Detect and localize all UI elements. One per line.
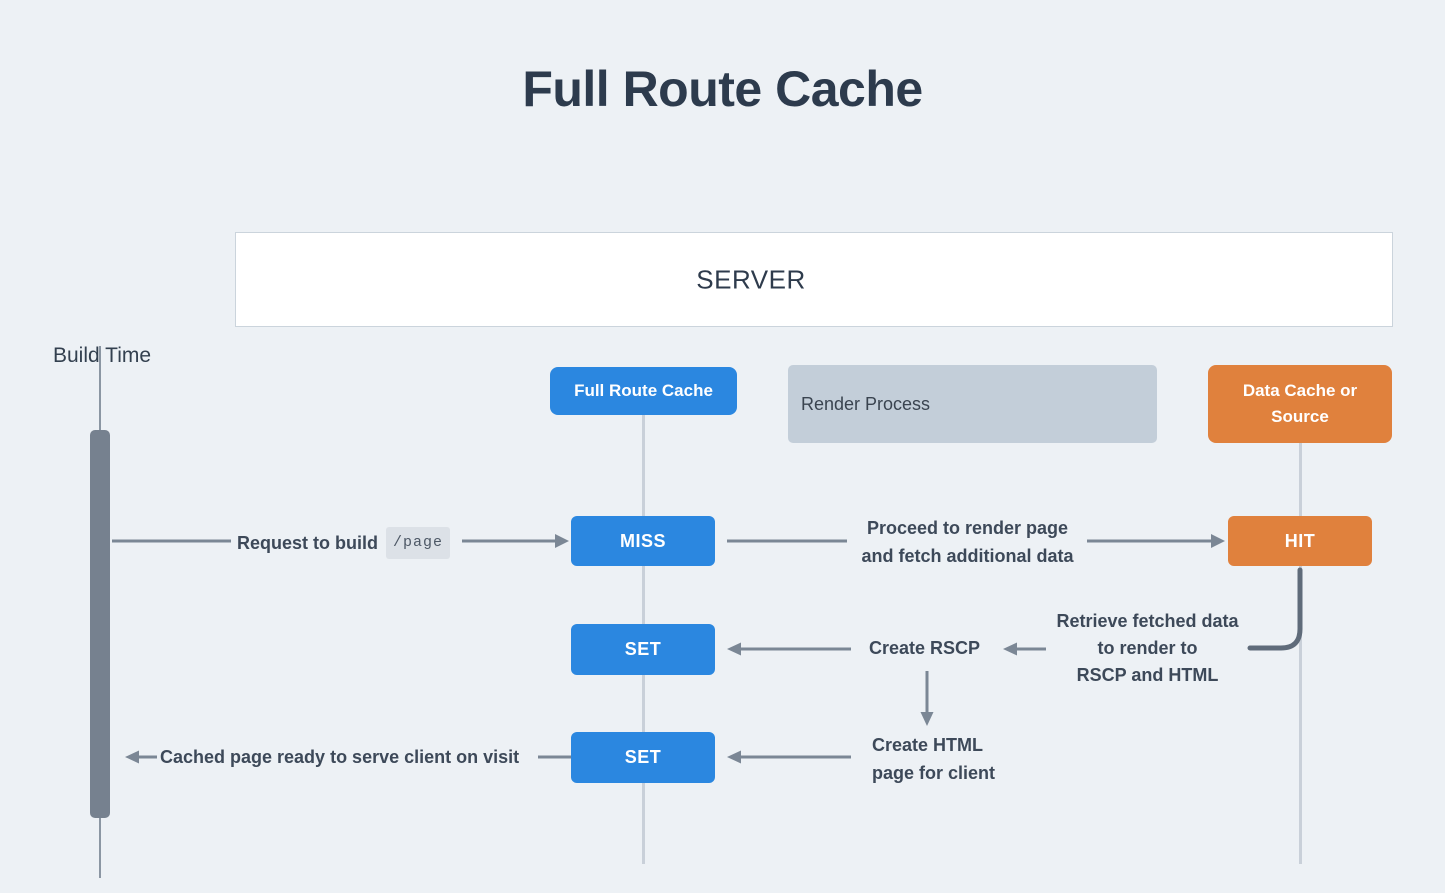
build-activation-bar bbox=[90, 430, 110, 818]
edge-label-retrieve-line1: Retrieve fetched data bbox=[1056, 611, 1239, 631]
lane-header-render-process-label: Render Process bbox=[801, 393, 931, 414]
node-hit: HIT bbox=[1228, 516, 1372, 566]
edge-label-proceed-to-render: Proceed to render page and fetch additio… bbox=[845, 514, 1090, 570]
node-miss: MISS bbox=[571, 516, 715, 566]
arrow-set-to-timeline bbox=[125, 750, 571, 764]
lane-header-render-process: Render Process bbox=[788, 365, 1157, 443]
edge-label-create-rscp: Create RSCP bbox=[869, 638, 981, 658]
edge-label-request-to-build: Request to build /page bbox=[237, 527, 451, 559]
connector-hit-to-retrieve bbox=[1247, 567, 1303, 651]
edge-label-retrieve-fetched-data: Retrieve fetched data to render to RSCP … bbox=[1040, 608, 1255, 689]
node-set-html: SET bbox=[571, 732, 715, 783]
arrow-rscp-to-html bbox=[920, 671, 934, 726]
node-set-html-label: SET bbox=[624, 747, 662, 767]
edge-label-request-text: Request to build bbox=[237, 532, 378, 553]
build-timeline bbox=[90, 346, 110, 878]
build-time-label: Build Time bbox=[53, 344, 152, 367]
arrow-create-html-to-set bbox=[727, 750, 851, 764]
arrow-create-rscp-to-set bbox=[727, 642, 851, 656]
edge-label-proceed-line1: Proceed to render page bbox=[866, 518, 1069, 538]
node-hit-label: HIT bbox=[1284, 530, 1316, 551]
node-set-rscp: SET bbox=[571, 624, 715, 675]
edge-label-retrieve-line3: RSCP and HTML bbox=[1076, 665, 1219, 685]
edge-label-create-html-line1: Create HTML bbox=[872, 735, 984, 755]
diagram-title: Full Route Cache bbox=[522, 61, 923, 117]
lane-header-full-route-cache-label: Full Route Cache bbox=[574, 381, 713, 400]
server-label: SERVER bbox=[696, 264, 806, 294]
page-route-code-chip: /page bbox=[386, 527, 451, 559]
server-box: SERVER bbox=[235, 232, 1393, 327]
lane-header-full-route-cache: Full Route Cache bbox=[550, 367, 737, 415]
arrow-request-to-miss bbox=[112, 534, 569, 548]
node-set-rscp-label: SET bbox=[624, 639, 662, 659]
arrow-miss-to-hit bbox=[727, 534, 1225, 548]
edge-label-cached-page-ready: Cached page ready to serve client on vis… bbox=[160, 747, 520, 767]
lane-header-data-cache: Data Cache or Source bbox=[1208, 365, 1392, 443]
edge-label-create-html-line2: page for client bbox=[872, 763, 996, 783]
node-miss-label: MISS bbox=[619, 530, 666, 551]
edge-label-create-html: Create HTML page for client bbox=[872, 731, 995, 787]
edge-label-proceed-line2: and fetch additional data bbox=[861, 546, 1074, 566]
arrow-retrieve-to-create-rscp bbox=[1003, 642, 1046, 656]
edge-label-retrieve-line2: to render to bbox=[1097, 638, 1198, 658]
lane-header-data-cache-label: Data Cache or Source bbox=[1242, 381, 1358, 426]
